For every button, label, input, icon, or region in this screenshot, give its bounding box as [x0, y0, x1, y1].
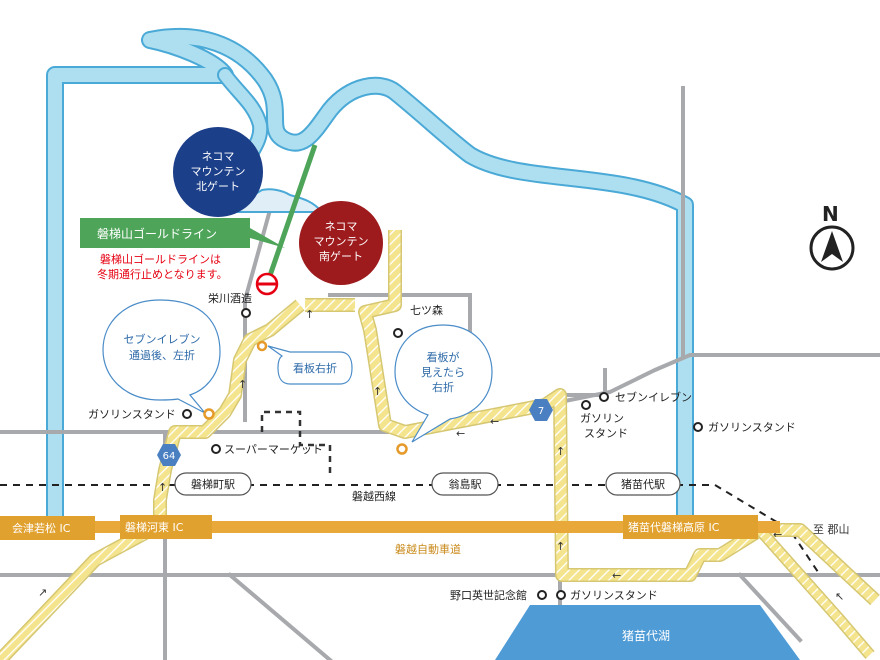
gold-line-notice-1: 磐梯山ゴールドラインは: [100, 252, 221, 266]
callout-seven-eleven: セブンイレブン 通過後、左折: [102, 299, 221, 414]
callout-sign-right: 看板右折: [267, 345, 353, 385]
closed-icon: [255, 272, 279, 296]
to-koriyama: 至 郡山: [813, 523, 850, 536]
arrow-left: ←: [773, 528, 782, 541]
arrow-left: ←: [456, 427, 465, 440]
route-shield-7: 7: [529, 399, 553, 421]
place-gas-bottom: ガソリンスタンド: [570, 589, 658, 602]
arrow-up: ↑: [305, 308, 314, 321]
callout-seven-eleven-line1: セブンイレブン: [124, 332, 201, 346]
turn-point: [396, 443, 408, 455]
north-gate-line1: ネコマ: [202, 150, 235, 163]
south-gate[interactable]: ネコマ マウンテン 南ゲート: [299, 201, 383, 285]
gold-line-notice-2: 冬期通行止めとなります。: [97, 267, 228, 281]
arrow-left: ←: [612, 569, 621, 582]
place-gas-right: ガソリンスタンド: [708, 421, 796, 434]
expressway-name: 磐越自動車道: [395, 542, 461, 556]
ic-aizu[interactable]: 会津若松 IC: [12, 521, 71, 535]
road-gas: [558, 368, 607, 397]
station-inawashiro-label: 猪苗代駅: [621, 478, 665, 491]
arrow-up: ↑: [158, 481, 167, 494]
lake-name: 猪苗代湖: [622, 628, 670, 643]
gold-line-road: [262, 144, 318, 291]
arrow-up: ↑: [238, 378, 247, 391]
turn-points: [203, 340, 408, 455]
expressway: 磐越自動車道 会津若松 IC 磐梯河東 IC 猪苗代磐梯高原 IC 至 郡山: [0, 515, 850, 556]
arrow-up: ↑: [556, 445, 565, 458]
gold-line-sign: 磐梯山ゴールドライン: [80, 218, 285, 248]
south-gate-line1: ネコマ: [325, 220, 358, 233]
place-gas-mid-2: スタンド: [584, 427, 628, 440]
poi-markers: [182, 308, 703, 600]
gold-line-sign-text: 磐梯山ゴールドライン: [97, 226, 217, 241]
guide-route: [0, 230, 880, 660]
poi-marker: [182, 409, 192, 419]
poi-marker: [693, 422, 703, 432]
north-gate-line3: 北ゲート: [196, 180, 240, 193]
place-gas-left: ガソリンスタンド: [88, 408, 176, 421]
arrow-up: ↑: [556, 540, 565, 553]
north-gate-line2: マウンテン: [191, 165, 246, 178]
route-shield-64: 64: [157, 444, 181, 466]
poi-marker: [393, 328, 403, 338]
place-supermarket: スーパーマーケット: [224, 443, 323, 456]
station-bandaimachi[interactable]: 磐梯町駅: [174, 472, 252, 496]
callout-seven-eleven-line2: 通過後、左折: [129, 348, 195, 362]
south-gate-line2: マウンテン: [314, 235, 369, 248]
turn-point: [256, 340, 268, 352]
ic-inawashiro[interactable]: 猪苗代磐梯高原 IC: [628, 520, 720, 534]
poi-marker: [599, 392, 609, 402]
road-sw: [227, 572, 333, 660]
place-gas-mid-1: ガソリン: [580, 412, 624, 425]
road-lake: [737, 572, 803, 643]
place-labels: 栄川酒造 七ツ森 ガソリンスタンド スーパーマーケット セブンイレブン ガソリン…: [88, 291, 796, 602]
arrow-up: ↑: [373, 385, 382, 398]
compass-icon: N: [809, 202, 855, 271]
arrow-up: ↗: [38, 586, 47, 599]
route-shield-64-label: 64: [163, 451, 176, 462]
place-seven-eleven: セブンイレブン: [615, 390, 692, 404]
ic-bandai[interactable]: 磐梯河東 IC: [125, 520, 184, 534]
callout-sign-seen-line2: 見えたら: [421, 366, 465, 379]
compass-north-letter: N: [822, 202, 839, 226]
place-nanatsumori: 七ツ森: [410, 303, 443, 317]
railway: [0, 484, 821, 576]
callout-sign-seen-line1: 看板が: [427, 350, 460, 364]
turn-point: [203, 408, 215, 420]
mountain-icon: [221, 188, 325, 213]
station-okinajima[interactable]: 翁島駅: [431, 472, 499, 496]
place-sake: 栄川酒造: [208, 291, 252, 305]
road-nanatsumori: [328, 293, 472, 332]
station-bandaimachi-label: 磐梯町駅: [191, 477, 235, 491]
callout-sign-right-text: 看板右折: [293, 361, 337, 375]
ic-inawashiro-label-bg: [623, 515, 758, 539]
poi-marker: [556, 590, 566, 600]
place-noguchi: 野口英世記念館: [450, 588, 527, 602]
station-inawashiro[interactable]: 猪苗代駅: [605, 472, 681, 496]
rivers: [46, 28, 694, 535]
north-gate[interactable]: ネコマ マウンテン 北ゲート: [173, 127, 263, 217]
station-okinajima-label: 翁島駅: [449, 477, 482, 491]
river-west: [46, 28, 694, 535]
poi-marker: [537, 590, 547, 600]
ic-aizu-label-bg: [0, 516, 95, 540]
callout-sign-seen-line3: 右折: [432, 380, 454, 394]
route-shield-7-label: 7: [538, 406, 544, 417]
poi-marker: [211, 444, 221, 454]
arrow-left: ↖: [835, 590, 844, 603]
road-dashed: [260, 410, 332, 475]
poi-marker: [581, 400, 591, 410]
ic-bandai-label-bg: [120, 515, 212, 539]
arrow-left: ←: [490, 415, 499, 428]
railway-name: 磐越西線: [352, 489, 396, 503]
callout-sign-seen: 看板が 見えたら 右折: [394, 324, 493, 443]
south-gate-line3: 南ゲート: [319, 250, 363, 263]
lake: 猪苗代湖: [495, 605, 800, 660]
poi-marker: [241, 308, 251, 318]
